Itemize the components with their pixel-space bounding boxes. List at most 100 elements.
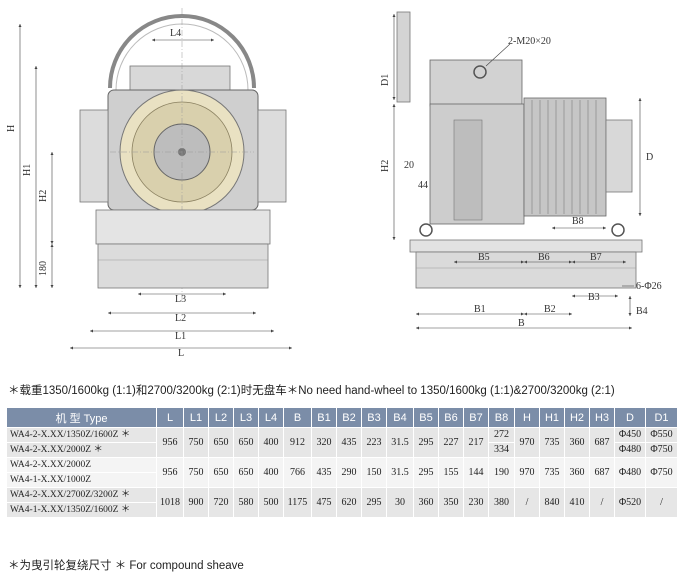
column-header: B5 — [413, 407, 439, 428]
value-cell: 320 — [311, 427, 337, 458]
value-cell: 435 — [336, 427, 362, 458]
value-cell: Φ480 — [614, 457, 646, 488]
dim-H2-side: H2 — [380, 160, 391, 172]
column-header: L3 — [233, 407, 259, 428]
dim-B5: B5 — [478, 252, 490, 263]
value-cell: / — [645, 487, 677, 518]
value-cell: 227 — [438, 427, 464, 458]
value-cell: Φ750 — [645, 457, 677, 488]
dim-B7: B7 — [590, 252, 602, 263]
value-cell: 687 — [589, 427, 615, 458]
column-header: H2 — [564, 407, 590, 428]
dim-L2: L2 — [175, 313, 186, 324]
value-cell: 840 — [539, 487, 565, 518]
value-cell: 687 — [589, 457, 615, 488]
value-cell: 750 — [183, 427, 209, 458]
model-cell: WA4-2-X.XX/2700Z/3200Z ＊ — [6, 487, 157, 503]
model-cell: WA4-2-X.XX/2000Z ＊ — [6, 442, 157, 458]
dim-L1: L1 — [175, 331, 186, 342]
dim-B4: B4 — [636, 306, 648, 317]
value-cell: 580 — [233, 487, 259, 518]
value-cell: 144 — [463, 457, 489, 488]
dim-B: B — [518, 318, 525, 329]
value-cell: 295 — [413, 457, 439, 488]
value-cell: 31.5 — [386, 457, 414, 488]
value-cell: 360 — [413, 487, 439, 518]
column-header: 机 型 Type — [6, 407, 157, 428]
value-cell: 720 — [208, 487, 234, 518]
value-cell: 650 — [208, 457, 234, 488]
front-view: L4 H H1 H2 180 L3 L2 L1 L — [6, 8, 292, 359]
column-header: B7 — [463, 407, 489, 428]
dim-180: 180 — [38, 261, 49, 276]
value-cell: 475 — [311, 487, 337, 518]
value-cell: 956 — [156, 427, 184, 458]
value-cell: 400 — [258, 457, 284, 488]
column-header: B3 — [361, 407, 387, 428]
value-cell: 155 — [438, 457, 464, 488]
value-cell: 295 — [413, 427, 439, 458]
value-cell: 30 — [386, 487, 414, 518]
value-cell: 650 — [233, 457, 259, 488]
value-cell: 750 — [183, 457, 209, 488]
dim-L4: L4 — [170, 28, 181, 39]
column-header: B4 — [386, 407, 414, 428]
dim-D1: D1 — [380, 74, 391, 86]
column-header: H — [514, 407, 540, 428]
value-cell: 272 — [488, 427, 515, 443]
note-no-handwheel: ＊载重1350/1600kg (1:1)和2700/3200kg (2:1)时无… — [8, 385, 615, 397]
value-cell: 650 — [208, 427, 234, 458]
value-cell: 970 — [514, 427, 540, 458]
column-header: L1 — [183, 407, 209, 428]
dim-B3: B3 — [588, 292, 600, 303]
dim-B2: B2 — [544, 304, 556, 315]
value-cell: 912 — [283, 427, 312, 458]
note-compound-sheave: ＊为曳引轮复绕尺寸 ＊ For compound sheave — [8, 560, 244, 572]
value-cell: 190 — [488, 457, 515, 488]
value-cell: 956 — [156, 457, 184, 488]
dim-D: D — [646, 152, 653, 163]
column-header: B8 — [488, 407, 515, 428]
value-cell: 230 — [463, 487, 489, 518]
model-cell: WA4-1-X.XX/1350Z/1600Z ＊ — [6, 502, 157, 518]
value-cell: 650 — [233, 427, 259, 458]
model-cell: WA4-1-X.XX/1000Z — [6, 472, 157, 488]
value-cell: Φ520 — [614, 487, 646, 518]
column-header: D — [614, 407, 646, 428]
dim-B6: B6 — [538, 252, 550, 263]
value-cell: 1018 — [156, 487, 184, 518]
dim-20: 20 — [404, 160, 414, 171]
label-holes: 6-Φ26 — [636, 281, 662, 292]
column-header: B6 — [438, 407, 464, 428]
table-row: WA4-1-X.XX/1000Z — [6, 472, 677, 488]
value-cell: 1175 — [283, 487, 312, 518]
value-cell: 400 — [258, 427, 284, 458]
value-cell: Φ550 — [645, 427, 677, 443]
value-cell: / — [514, 487, 540, 518]
dim-44: 44 — [418, 180, 428, 191]
column-header: H1 — [539, 407, 565, 428]
table-row: WA4-1-X.XX/1350Z/1600Z ＊ — [6, 502, 677, 518]
value-cell: 380 — [488, 487, 515, 518]
value-cell: 31.5 — [386, 427, 414, 458]
value-cell: / — [589, 487, 615, 518]
value-cell: Φ750 — [645, 442, 677, 458]
dimension-drawing: L4 H H1 H2 180 L3 L2 L1 L — [6, 8, 662, 359]
label-bolt: 2-M20×20 — [508, 36, 551, 47]
value-cell: 350 — [438, 487, 464, 518]
column-header: D1 — [645, 407, 677, 428]
column-header: L4 — [258, 407, 284, 428]
column-header: L2 — [208, 407, 234, 428]
value-cell: 360 — [564, 457, 590, 488]
model-cell: WA4-2-X.XX/2000Z — [6, 457, 157, 473]
value-cell: 620 — [336, 487, 362, 518]
value-cell: 500 — [258, 487, 284, 518]
model-cell: WA4-2-X.XX/1350Z/1600Z ＊ — [6, 427, 157, 443]
value-cell: 295 — [361, 487, 387, 518]
value-cell: 223 — [361, 427, 387, 458]
column-header: B2 — [336, 407, 362, 428]
